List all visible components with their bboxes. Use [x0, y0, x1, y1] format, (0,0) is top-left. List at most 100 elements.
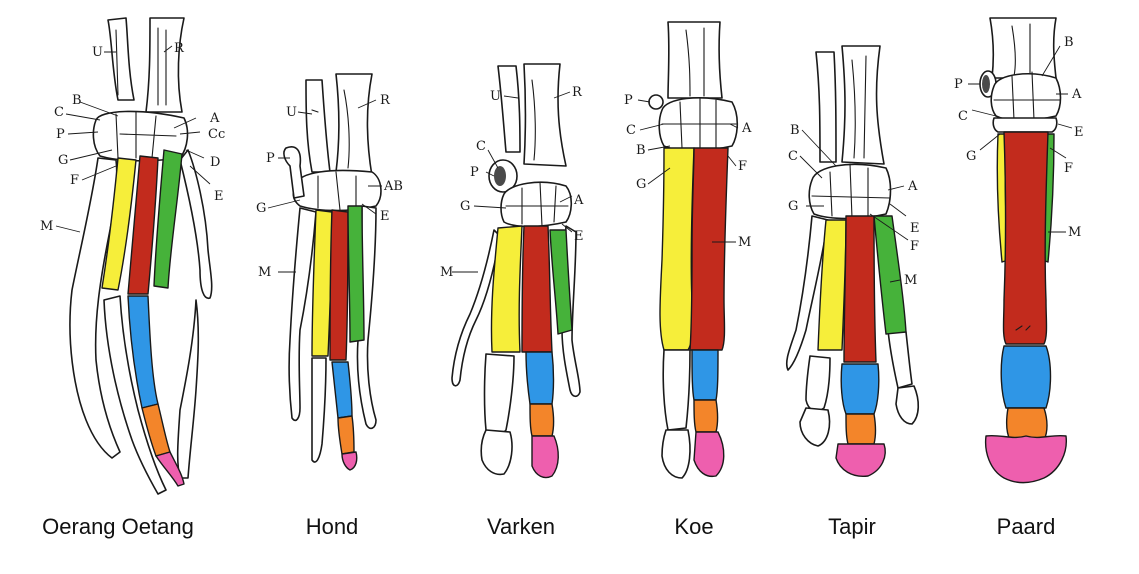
label-AB: AB	[383, 179, 403, 194]
metacarpal-red	[329, 209, 349, 361]
label-U: U	[286, 105, 297, 120]
label-G: G	[460, 199, 470, 214]
label-R: R	[380, 93, 391, 108]
label-C: C	[958, 109, 968, 124]
label-D: D	[210, 155, 220, 170]
label-E: E	[910, 221, 920, 236]
carpal-lower	[992, 117, 1058, 133]
limb-paard: B P A C E G F M	[954, 17, 1084, 484]
label-M: M	[258, 265, 271, 280]
phalanx-blue	[1000, 345, 1052, 409]
pisiform-shade	[494, 166, 506, 186]
radius-bone	[145, 17, 185, 113]
label-M: M	[904, 273, 917, 288]
finger-bones-outer	[785, 215, 829, 371]
metacarpal-yellow	[311, 209, 333, 357]
hoof-outer	[805, 355, 831, 412]
metacarpal-yellow	[101, 157, 137, 291]
label-E: E	[380, 209, 390, 224]
hoof-outer	[895, 385, 920, 425]
hoof-outer	[887, 329, 913, 389]
phalanx-orange	[1005, 407, 1048, 441]
caption-paard: Paard	[996, 514, 1056, 539]
label-G: G	[58, 153, 68, 168]
phalanx-blue	[691, 349, 719, 401]
label-G: G	[966, 149, 976, 164]
carpal-bones	[990, 73, 1062, 122]
metacarpal-green	[347, 205, 365, 343]
pisiform-bone	[648, 94, 664, 110]
label-A: A	[573, 193, 584, 208]
caption-koe: Koe	[674, 514, 714, 539]
ulna-bone	[497, 65, 521, 153]
label-G: G	[256, 201, 266, 216]
label-C: C	[476, 139, 486, 154]
label-P: P	[56, 127, 65, 142]
metacarpal-green	[549, 229, 573, 335]
label-M: M	[40, 219, 53, 234]
label-B: B	[636, 143, 646, 158]
radius-bone	[335, 73, 373, 177]
metacarpal-red	[127, 155, 159, 295]
finger-bones-outer	[451, 229, 501, 387]
metacarpal-green	[153, 149, 183, 289]
limb-oerang-oetang: U R B C A P Cc G D F E M	[40, 17, 225, 495]
label-F: F	[70, 173, 79, 188]
metacarpal-red	[843, 215, 877, 363]
label-P: P	[266, 151, 275, 166]
finger-bones-outer	[176, 299, 200, 479]
ulna-bone	[815, 51, 837, 163]
label-U: U	[490, 89, 501, 104]
metacarpal-red	[521, 225, 553, 353]
caption-oerang-oetang: Oerang Oetang	[42, 514, 194, 539]
phalanx-orange	[693, 399, 719, 433]
phalanx-pink	[531, 435, 559, 479]
phalanx-blue	[525, 351, 555, 405]
label-A: A	[907, 179, 918, 194]
label-M: M	[440, 265, 453, 280]
label-P: P	[470, 165, 479, 180]
caption-hond: Hond	[305, 514, 359, 539]
label-B: B	[1064, 35, 1074, 50]
phalanx-pink	[984, 434, 1067, 484]
pisiform-shade	[982, 75, 990, 93]
label-F: F	[738, 159, 747, 174]
carpal-bones	[292, 169, 382, 212]
metacarpal-red	[1002, 131, 1049, 345]
hoof-outer	[662, 349, 691, 431]
metacarpal-yellow	[659, 147, 695, 351]
label-A: A	[741, 121, 752, 136]
label-E: E	[574, 229, 584, 244]
hoof-outer	[661, 429, 691, 479]
radius-bone	[523, 63, 567, 167]
label-P: P	[954, 77, 963, 92]
ulna-bone	[305, 79, 331, 173]
phalanx-pink	[155, 451, 185, 487]
label-M: M	[1068, 225, 1081, 240]
label-F: F	[910, 239, 919, 254]
limb-hond: U R P AB G E M	[256, 73, 403, 471]
phalanx-pink	[693, 431, 725, 478]
finger-bones-outer	[288, 207, 317, 422]
label-U: U	[92, 45, 103, 60]
metacarpal-yellow	[490, 225, 523, 353]
label-R: R	[572, 85, 583, 100]
metacarpal-green	[873, 215, 907, 335]
phalanx-pink	[341, 451, 358, 471]
ulna-bone	[107, 17, 135, 101]
hoof-outer	[480, 429, 513, 476]
hoof-outer	[799, 407, 831, 447]
caption-varken: Varken	[486, 514, 556, 539]
phalanx-blue	[331, 361, 353, 419]
label-F: F	[1064, 161, 1073, 176]
limb-varken: U R C P A G E M	[440, 63, 584, 479]
phalanx-orange	[337, 415, 355, 455]
label-E: E	[1074, 125, 1084, 140]
label-C: C	[54, 105, 64, 120]
radius-bone	[841, 45, 885, 165]
label-R: R	[174, 41, 185, 56]
label-B: B	[790, 123, 800, 138]
dewclaw-bone	[283, 146, 305, 199]
label-E: E	[214, 189, 224, 204]
